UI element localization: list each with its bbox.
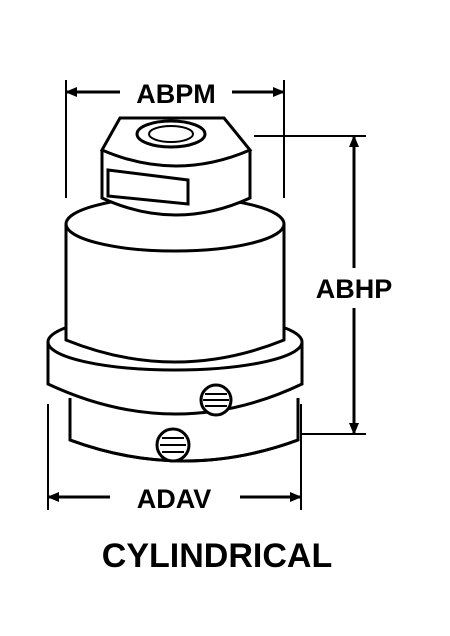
- top-width-label: ABPM: [136, 79, 216, 109]
- height-label: ABHP: [316, 274, 393, 304]
- bottom-width-dimension: ADAV: [47, 404, 302, 514]
- set-screw-lower: [155, 427, 191, 463]
- height-dimension: ABHP: [254, 135, 393, 435]
- hex-flat: [106, 168, 190, 206]
- diagram-caption: CYLINDRICAL: [102, 537, 332, 575]
- main-cylinder-body: [64, 224, 286, 364]
- top-width-dimension: ABPM: [65, 79, 285, 198]
- threaded-hole-inner: [148, 125, 194, 143]
- bottom-width-label: ADAV: [137, 484, 212, 514]
- set-screw-upper: [199, 383, 233, 417]
- cylindrical-part: [46, 116, 304, 463]
